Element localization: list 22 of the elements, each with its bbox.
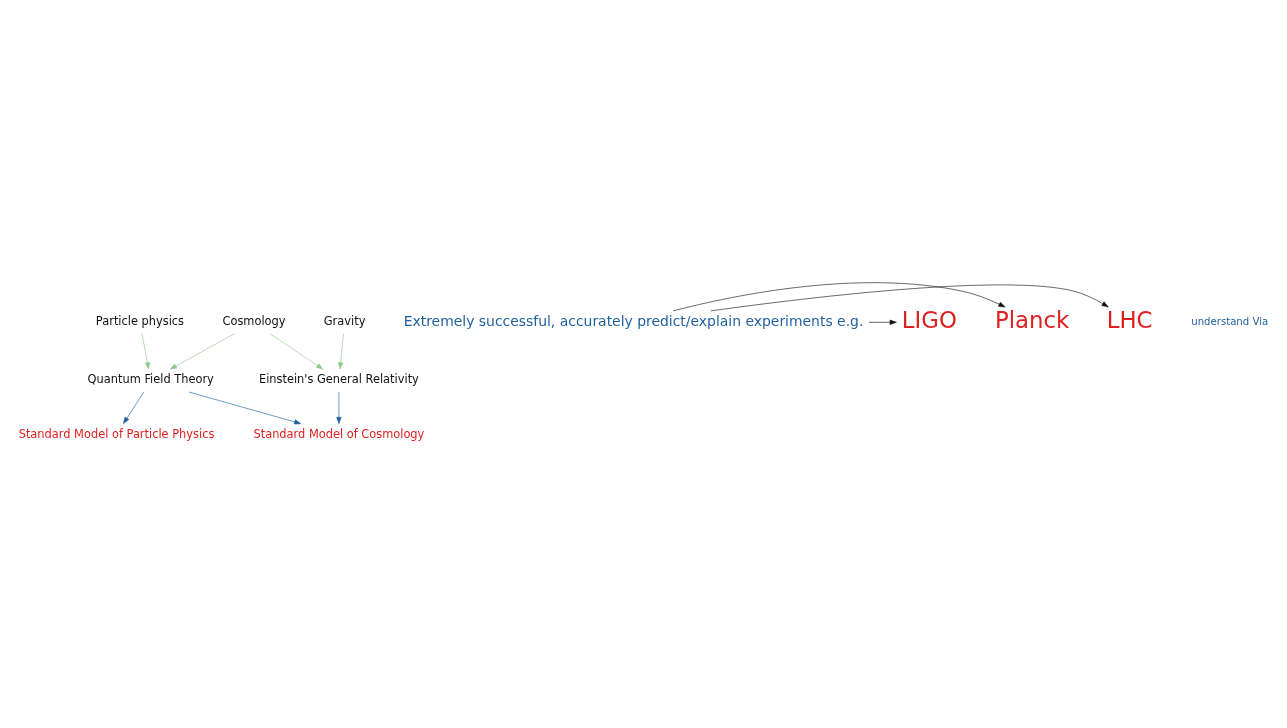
arrow — [269, 332, 324, 369]
node-text: Quantum Field Theory — [87, 371, 214, 386]
node-text: LHC — [1106, 306, 1153, 333]
node-text: Gravity — [323, 313, 366, 328]
arrow — [141, 333, 150, 369]
label: understand Via — [1191, 315, 1269, 327]
arrow — [170, 332, 235, 369]
node-text: Extremely successful, accurately predict/explain experiments e.g. — [403, 312, 864, 329]
node-text: Planck — [994, 306, 1070, 333]
node-text: Particle physics — [95, 313, 185, 328]
arrow — [710, 284, 1109, 311]
arrow — [868, 319, 897, 325]
arrow — [336, 391, 342, 424]
arrow — [338, 333, 344, 369]
arrow — [123, 391, 144, 424]
node-text: Einstein's General Relativity — [258, 371, 419, 386]
node-text: LIGO — [901, 306, 957, 333]
node-text: Cosmology — [222, 313, 286, 328]
node-text: Standard Model of Particle Physics — [18, 426, 215, 441]
node-text: Standard Model of Cosmology — [253, 426, 425, 441]
arrow — [188, 391, 302, 424]
arrow — [672, 281, 1006, 311]
